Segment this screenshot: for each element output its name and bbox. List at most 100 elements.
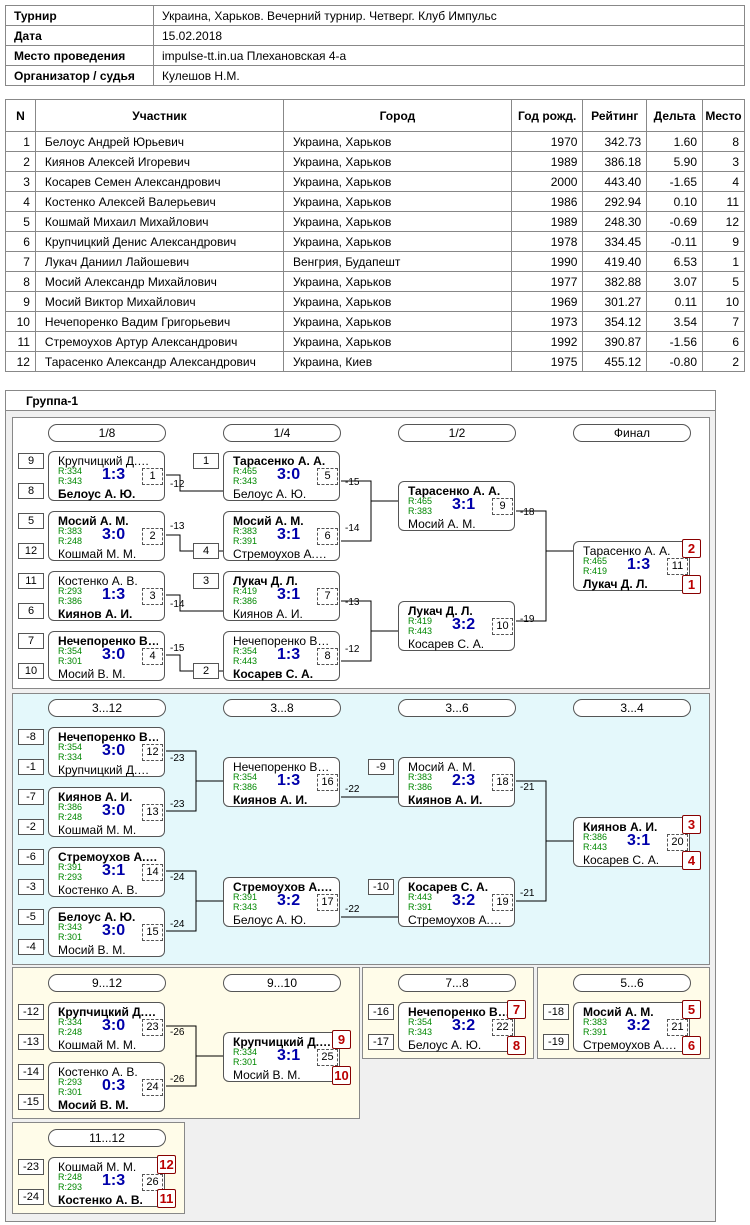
- player-bottom: Мосий А. М.: [408, 517, 476, 531]
- match-score: 3:0: [102, 742, 126, 759]
- table-cell: 6: [5, 231, 36, 252]
- seed-box: -6: [18, 849, 44, 865]
- match-number: 22: [492, 1019, 513, 1036]
- table-cell: Стремоухов Артур Александрович: [34, 331, 284, 352]
- match-score: 1:3: [102, 466, 126, 483]
- seed-box: -14: [18, 1064, 44, 1080]
- player-top: Лукач Д. Л.: [408, 604, 473, 618]
- table-cell: Украина, Харьков: [282, 131, 512, 152]
- match-number: 4: [142, 648, 163, 665]
- table-cell: 1: [5, 131, 36, 152]
- player-bottom: Киянов А. И.: [233, 793, 308, 807]
- rating-top: R:386: [58, 802, 83, 812]
- table-cell: Костенко Алексей Валерьевич: [34, 191, 284, 212]
- player-top: Киянов А. И.: [583, 820, 658, 834]
- player-top: Нечепоренко В…: [58, 730, 158, 744]
- match-box: Лукач Д. Л. R:419 R:386 3:1 7 Киянов А. …: [223, 571, 340, 621]
- table-cell: 1989: [510, 151, 584, 172]
- match-box: Нечепоренко В… R:354 R:334 3:0 12 Крупчи…: [48, 727, 165, 777]
- match-box: Белоус А. Ю. R:343 R:301 3:0 15 Мосий В.…: [48, 907, 165, 957]
- round-header: 1/8: [48, 424, 166, 442]
- table-cell: Мосий Виктор Михайлович: [34, 291, 284, 312]
- match-score: 3:1: [277, 1047, 301, 1064]
- table-cell: Украина, Харьков: [282, 331, 512, 352]
- table-cell: Украина, Киев: [282, 351, 512, 372]
- round-header: 3...4: [573, 699, 691, 717]
- table-cell: -1.56: [646, 331, 704, 352]
- match-number: 8: [317, 648, 338, 665]
- rating-top: R:419: [408, 616, 433, 626]
- table-cell: 0.10: [646, 191, 704, 212]
- match-box: Нечепоренко В… R:354 R:443 1:3 8 Косарев…: [223, 631, 340, 681]
- rating-top: R:383: [233, 526, 258, 536]
- table-cell: 3: [5, 171, 36, 192]
- player-top: Костенко А. В.: [58, 1065, 138, 1079]
- table-cell: -1.65: [646, 171, 704, 192]
- table-cell: 382.88: [582, 271, 648, 292]
- rating-bottom: R:343: [233, 902, 258, 912]
- column-header: Участник: [34, 99, 284, 132]
- info-key: Дата: [5, 25, 154, 46]
- table-cell: 11: [702, 191, 745, 212]
- player-top: Косарев С. А.: [408, 880, 489, 894]
- match-number: 20: [667, 834, 688, 851]
- rating-bottom: R:419: [583, 566, 608, 576]
- seed-box: -18: [543, 1004, 569, 1020]
- player-top: Костенко А. В.: [58, 574, 138, 588]
- info-key: Организатор / судья: [5, 65, 154, 86]
- table-cell: 1977: [510, 271, 584, 292]
- table-cell: 1975: [510, 351, 584, 372]
- match-score: 1:3: [277, 646, 301, 663]
- source-label: -26: [170, 1027, 185, 1038]
- seed-box: -23: [18, 1159, 44, 1175]
- rating-top: R:465: [583, 556, 608, 566]
- table-cell: 9: [702, 231, 745, 252]
- rating-bottom: R:343: [408, 1027, 433, 1037]
- match-box: Мосий А. М. R:383 R:391 3:2 21 Стремоухо…: [573, 1002, 690, 1052]
- place-badge: 1: [682, 575, 701, 594]
- source-label: -21: [520, 888, 535, 899]
- match-score: 3:0: [102, 1017, 126, 1034]
- match-box: Мосий А. М. R:383 R:248 3:0 2 Кошмай М. …: [48, 511, 165, 561]
- table-cell: Нечепоренко Вадим Григорьевич: [34, 311, 284, 332]
- table-cell: 443.40: [582, 171, 648, 192]
- place-badge: 9: [332, 1030, 351, 1049]
- bracket-lines: [166, 474, 573, 1087]
- table-cell: 7: [702, 311, 745, 332]
- rating-bottom: R:293: [58, 1182, 83, 1192]
- table-cell: 419.40: [582, 251, 648, 272]
- place-badge: 8: [507, 1036, 526, 1055]
- table-cell: 10: [5, 311, 36, 332]
- seed-box: -1: [18, 759, 44, 775]
- table-cell: 2: [5, 151, 36, 172]
- source-label: -13: [170, 521, 185, 532]
- table-cell: 0.11: [646, 291, 704, 312]
- source-label: -24: [170, 919, 185, 930]
- round-header: 1/4: [223, 424, 341, 442]
- info-value: 15.02.2018: [153, 25, 745, 46]
- seed-box: 9: [18, 453, 44, 469]
- source-label: -21: [520, 782, 535, 793]
- column-header: Место: [702, 99, 745, 132]
- rating-top: R:334: [58, 1017, 83, 1027]
- match-box: Костенко А. В. R:293 R:386 1:3 3 Киянов …: [48, 571, 165, 621]
- match-score: 3:2: [277, 892, 301, 909]
- player-top: Нечепоренко В…: [233, 760, 330, 774]
- player-bottom: Кошмай М. М.: [58, 547, 137, 561]
- table-cell: 4: [702, 171, 745, 192]
- player-top: Мосий А. М.: [233, 514, 304, 528]
- table-cell: Крупчицкий Денис Александрович: [34, 231, 284, 252]
- player-bottom: Белоус А. Ю.: [233, 487, 307, 501]
- rating-bottom: R:391: [583, 1027, 608, 1037]
- place-badge: 11: [157, 1189, 176, 1208]
- table-cell: 2: [702, 351, 745, 372]
- table-cell: 334.45: [582, 231, 648, 252]
- match-score: 0:3: [102, 1077, 126, 1094]
- rating-top: R:465: [408, 496, 433, 506]
- match-score: 1:3: [627, 556, 651, 573]
- player-bottom: Киянов А. И.: [408, 793, 483, 807]
